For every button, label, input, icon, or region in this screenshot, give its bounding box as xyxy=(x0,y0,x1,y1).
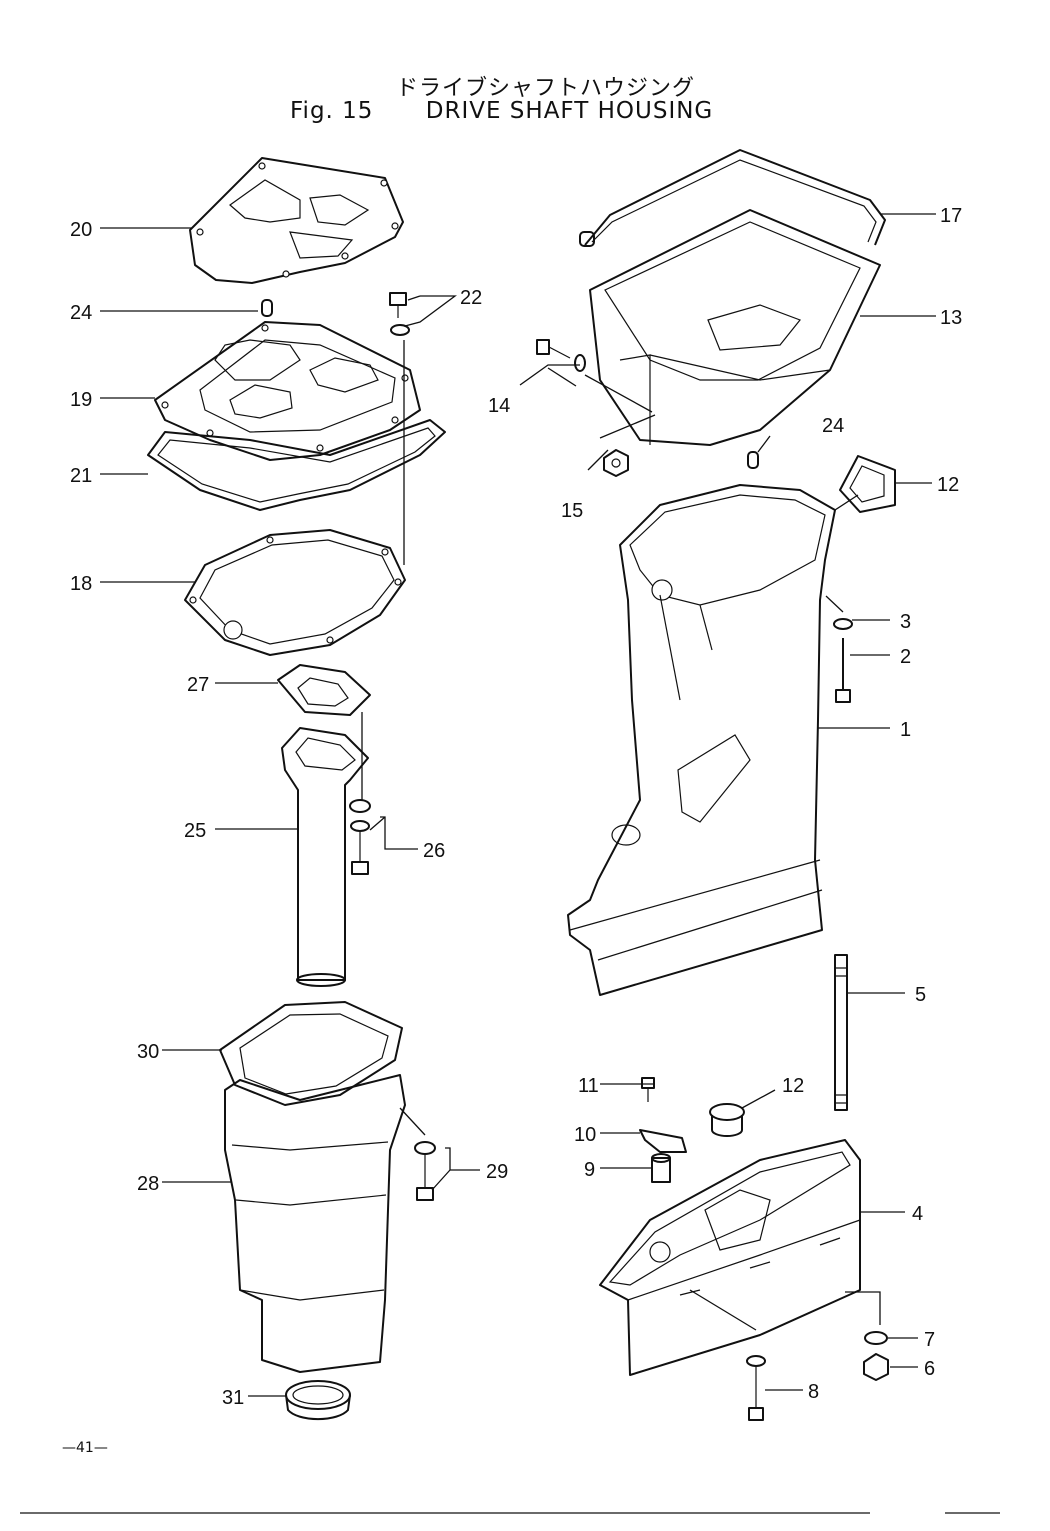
part-7-washer xyxy=(864,1331,888,1345)
callout-6: 6 xyxy=(924,1358,935,1380)
figure-title-english: DRIVE SHAFT HOUSING xyxy=(425,98,714,124)
figure-number: Fig. 15 xyxy=(290,98,374,124)
callout-18: 17 xyxy=(940,205,962,227)
part-28-muffler xyxy=(224,1074,406,1373)
callout-21: 20 xyxy=(70,219,92,241)
part-8-bolt-washer xyxy=(746,1355,766,1421)
callout-23: 22 xyxy=(460,287,482,309)
callout-9: 9 xyxy=(584,1159,595,1181)
part-15-bolt-washer xyxy=(536,339,586,372)
callout-7: 7 xyxy=(924,1329,935,1351)
part-29-bolt-washer xyxy=(414,1141,436,1201)
part-25-exhaust-pipe xyxy=(281,727,369,987)
part-21-gasket xyxy=(189,157,404,284)
part-12-plug xyxy=(709,1103,745,1137)
part-19-gasket xyxy=(184,529,406,656)
callout-25: 25 xyxy=(184,820,206,842)
part-26-bolt-washer xyxy=(349,799,371,875)
callout-12: 12 xyxy=(782,1075,804,1097)
callout-11: 11 xyxy=(578,1075,599,1097)
part-1-drive-shaft-housing xyxy=(567,484,836,996)
callout-19: 18 xyxy=(70,573,92,595)
callout-1: 1 xyxy=(900,719,911,741)
part-6-nut xyxy=(863,1353,889,1381)
callout-10: 10 xyxy=(574,1124,596,1146)
part-31-seal-ring xyxy=(285,1380,351,1421)
callout-15: 14 xyxy=(488,395,510,417)
figure-title-japanese: ドライブシャフトハウジング xyxy=(396,76,696,101)
part-9-bushing xyxy=(651,1153,671,1183)
callout-3: 3 xyxy=(900,611,911,633)
part-11-screw xyxy=(641,1077,655,1102)
part-17-nut xyxy=(603,449,629,477)
callout-22: 21 xyxy=(70,465,92,487)
part-13-bottom-cowl xyxy=(589,209,881,446)
callout-labels: 20 24 19 21 18 22 27 25 26 30 28 29 31 1… xyxy=(70,205,962,1409)
part-22-seal xyxy=(147,419,446,511)
figure-title: Fig. 15 DRIVE SHAFT HOUSING xyxy=(290,98,713,124)
callout-24-left: 24 xyxy=(70,302,92,324)
part-2-bolt xyxy=(835,638,851,703)
callout-17: 15 xyxy=(561,500,583,522)
callout-8: 8 xyxy=(808,1381,819,1403)
callout-2: 2 xyxy=(900,646,911,668)
part-5-stud-bolt xyxy=(834,954,848,1111)
leader-lines xyxy=(100,213,936,1397)
page-number: —41— xyxy=(62,1440,108,1456)
callout-28: 28 xyxy=(137,1173,159,1195)
callout-29: 29 xyxy=(486,1161,508,1183)
part-4-lower-cover xyxy=(599,1139,861,1376)
callout-20: 19 xyxy=(70,389,92,411)
part-30-gasket xyxy=(219,1001,403,1106)
part-3-washer xyxy=(833,618,853,630)
callout-30: 30 xyxy=(137,1041,159,1063)
callout-14: 12 xyxy=(937,474,959,496)
callout-4: 4 xyxy=(912,1203,923,1225)
callout-24-right: 24 xyxy=(822,415,844,437)
part-14-grommet xyxy=(839,455,896,513)
part-18-rubber-seal xyxy=(579,149,886,247)
callout-13: 13 xyxy=(940,307,962,329)
callout-5: 5 xyxy=(915,984,926,1006)
part-23-bolt-washer xyxy=(389,292,410,336)
part-20-upper-casing xyxy=(154,321,421,461)
callout-31: 31 xyxy=(222,1387,244,1409)
callout-27: 27 xyxy=(187,674,209,696)
part-24-dowel-pin xyxy=(261,299,759,469)
part-27-gasket xyxy=(277,664,371,716)
part-10-plate xyxy=(639,1129,687,1153)
callout-26: 26 xyxy=(423,840,445,862)
